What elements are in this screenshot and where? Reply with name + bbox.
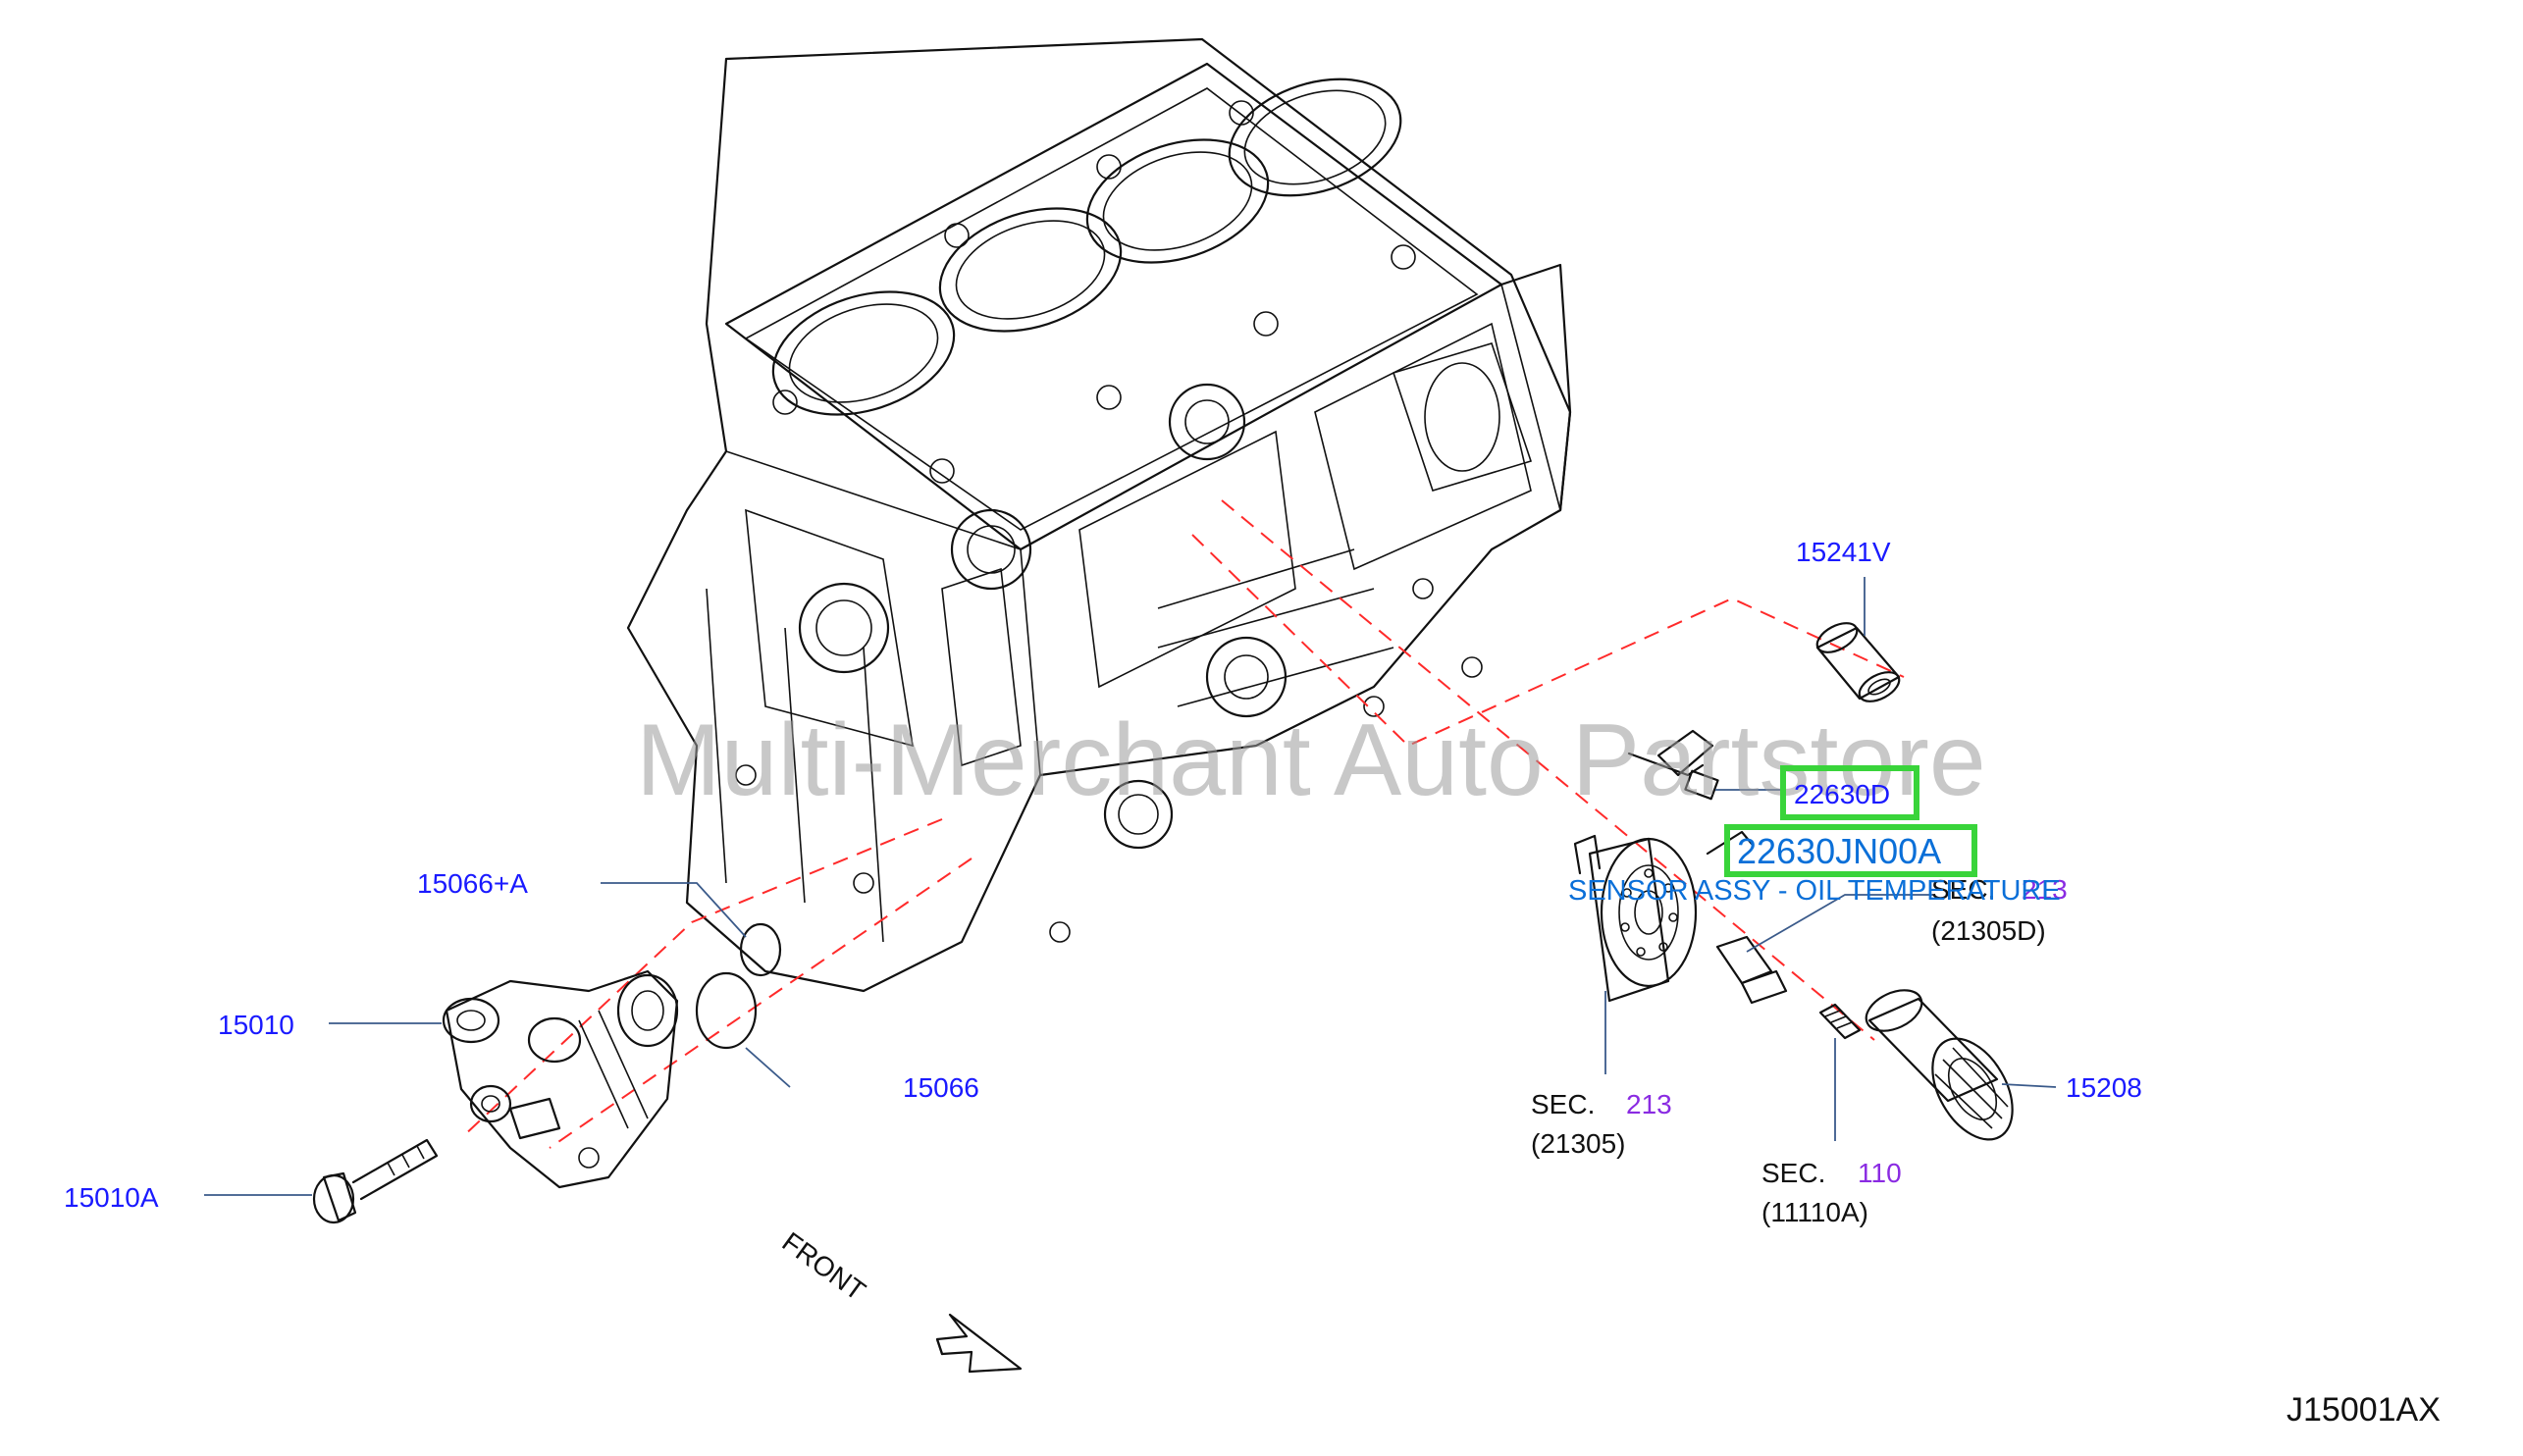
cylinder-block-drawing: [626, 37, 1572, 993]
part-label-22630D[interactable]: 22630D: [1794, 779, 1890, 809]
part-label-15066[interactable]: 15066: [903, 1072, 979, 1103]
callout-description: SENSOR ASSY - OIL TEMPERATURE: [1568, 875, 2061, 907]
sec-number-21305[interactable]: 213: [1626, 1089, 1672, 1119]
part-label-15066A[interactable]: 15066+A: [417, 868, 528, 899]
sec-prefix-21305D: SEC.: [1931, 874, 1995, 905]
figure-code: J15001AX: [2286, 1391, 2441, 1429]
connector-stud-drawing: [1715, 935, 1788, 1005]
leader-lines: [204, 577, 2057, 1196]
sec-ref-11110A: (11110A): [1761, 1197, 1868, 1227]
part-label-15010[interactable]: 15010: [218, 1010, 294, 1040]
front-arrow-icon: [935, 1313, 1023, 1374]
highlight-box-callout[interactable]: [1724, 824, 1977, 877]
watermark-text: Multi-Merchant Auto Partstore: [636, 703, 1986, 817]
part-label-15241V[interactable]: 15241V: [1796, 537, 1891, 567]
sec-number-21305D[interactable]: 213: [2022, 874, 2068, 905]
part-15010-drawing: [442, 969, 679, 1189]
part-15010A-drawing: [312, 1138, 439, 1224]
relief-valve-drawing: [1818, 1003, 1862, 1040]
assembly-dashed-lines: [460, 499, 1905, 1149]
part-15241V-drawing: [1815, 622, 1901, 702]
oil-cooler-drawing: [1573, 830, 1754, 1003]
highlight-box-22630D: [1780, 765, 1919, 820]
sec-ref-21305: (21305): [1531, 1128, 1626, 1159]
part-label-15208[interactable]: 15208: [2066, 1072, 2142, 1103]
part-label-15010A[interactable]: 15010A: [64, 1182, 159, 1213]
part-15066A-drawing: [739, 922, 782, 977]
front-label: FRONT: [776, 1226, 870, 1307]
part-15208-drawing: [1865, 989, 2014, 1141]
sec-prefix-11110A: SEC.: [1761, 1158, 1825, 1188]
callout-part-number[interactable]: 22630JN00A: [1737, 831, 1941, 871]
sec-number-11110A[interactable]: 110: [1858, 1158, 1902, 1188]
part-22630D-drawing: [1627, 729, 1719, 801]
part-15066-drawing: [695, 971, 758, 1050]
sec-prefix-21305: SEC.: [1531, 1089, 1595, 1119]
sec-ref-21305D: (21305D): [1931, 915, 2046, 946]
